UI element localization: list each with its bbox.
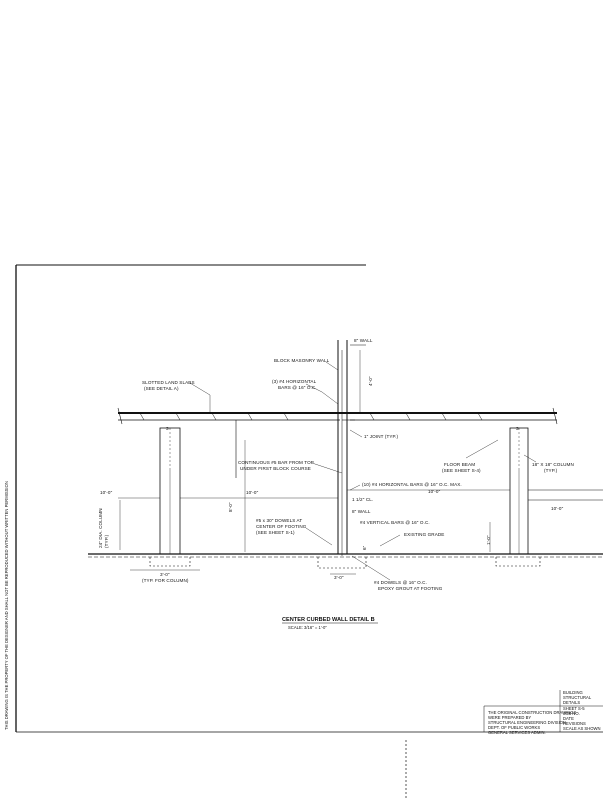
title-block-line-5: GENERAL SERVICES ADMIN.: [488, 730, 546, 735]
center-wall: [235, 340, 366, 556]
title-block-line-4: DEPT. OF PUBLIC WORKS: [488, 725, 540, 730]
left-column-marker: 3: [166, 426, 169, 431]
right-column-marker: 3: [516, 426, 519, 431]
left-column-label-1: 24" DIA. COLUMN: [98, 508, 103, 548]
sheet-border: [15, 264, 603, 800]
title-block-right-3: DETAILS: [563, 700, 580, 705]
footing-tag-label: (TYP. FOR COLUMN): [142, 578, 189, 583]
title-block-right-6: DATE: [563, 716, 574, 721]
title-block-right-7: REVISIONS: [563, 721, 586, 726]
wall-8-label: 8" WALL: [352, 509, 371, 514]
dowels-label-2: CENTER OF FOOTING: [256, 524, 307, 529]
title-block-line-3: STRUCTURAL ENGINEERING DIVISION: [488, 720, 566, 725]
dimensions: [118, 350, 510, 552]
title-block-right-4: SHEET S-5: [563, 706, 585, 711]
dowels-label-1: #5 x 30" DOWELS AT: [256, 518, 302, 523]
floor-beam-label-1: FLOOR BEAM: [444, 462, 475, 467]
title-block-right-1: BUILDING: [563, 690, 583, 695]
horiz-bars-label-1: (3) #4 HORIZONTAL: [272, 379, 317, 384]
slotted-slab-ref: (SEE DETAIL A): [144, 386, 179, 391]
joint-label: 1" JOINT (TYP.): [364, 434, 398, 439]
left-column-label-2: (TYP.): [104, 534, 109, 548]
margin-note: THIS DRAWING IS THE PROPERTY OF THE DESI…: [4, 481, 9, 730]
right-column-label-1: 18" X 18" COLUMN: [532, 462, 574, 467]
right-column-label-2: (TYP.): [544, 468, 558, 473]
right-column: [509, 427, 603, 555]
drawing-title: CENTER CURBED WALL DETAIL B: [282, 617, 375, 623]
wall-height-label: 4'-0": [368, 376, 373, 386]
continuous-bar-label-1: CONTINUOUS #5 BAR FROM TOP: [238, 460, 314, 465]
dim-small-1: 1'-0": [486, 535, 491, 545]
drawing-scale: SCALE: 3/16" = 1'-0": [288, 625, 327, 630]
dowels-label-4: #4 DOWELS @ 16" O.C.: [374, 580, 427, 585]
dowels-label-5: EPOXY GROUT AT FOOTING: [378, 586, 443, 591]
grade-line: [88, 553, 603, 558]
title-block-line-2: WERE PREPARED BY: [488, 715, 531, 720]
floor-beam-label-2: (SEE SHEET S-4): [442, 468, 481, 473]
dim-right-mid: 10'-0": [428, 489, 441, 494]
footing-center-label: 3'-0": [334, 575, 344, 580]
block-wall-label: BLOCK MASONRY WALL: [274, 358, 330, 363]
leaders: [189, 361, 537, 581]
dim-vert: 8'-0": [228, 502, 233, 512]
continuous-bar-label-2: UNDER FIRST BLOCK COURSE: [240, 466, 311, 471]
dim-center: 10'-0": [246, 490, 259, 495]
slotted-slab-label: SLOTTED LAND SLABS: [142, 380, 195, 385]
title-block-right-5: JOB NO.: [563, 711, 580, 716]
footing-width-label: 3'-0": [160, 572, 170, 577]
left-column: [159, 427, 181, 555]
dim-small-2: 6": [362, 545, 367, 550]
dowels-label-3: (SEE SHEET S-1): [256, 530, 295, 535]
dim-slab: 1 1/2" CL.: [352, 497, 373, 502]
dim-right: 10'-0": [551, 506, 564, 511]
title-block-right-8: SCALE AS SHOWN: [563, 726, 600, 731]
vert-bars-label: #4 VERTICAL BARS @ 16" O.C.: [360, 520, 430, 525]
horiz-bars-label-3: (10) #4 HORIZONTAL BARS @ 16" O.C. MAX.: [362, 482, 462, 487]
title-block-right-2: STRUCTURAL: [563, 695, 592, 700]
horiz-bars-label-2: BARS @ 16" O.C.: [278, 385, 317, 390]
footings: [130, 557, 541, 575]
title-block: [483, 690, 603, 732]
existing-grade-label: EXISTING GRADE: [404, 532, 444, 537]
title-block-line-1: THE ORIGINAL CONSTRUCTION DRAWINGS: [488, 710, 577, 715]
wall-thickness-label: 8" WALL: [354, 338, 373, 343]
dim-left: 10'-0": [100, 490, 113, 495]
